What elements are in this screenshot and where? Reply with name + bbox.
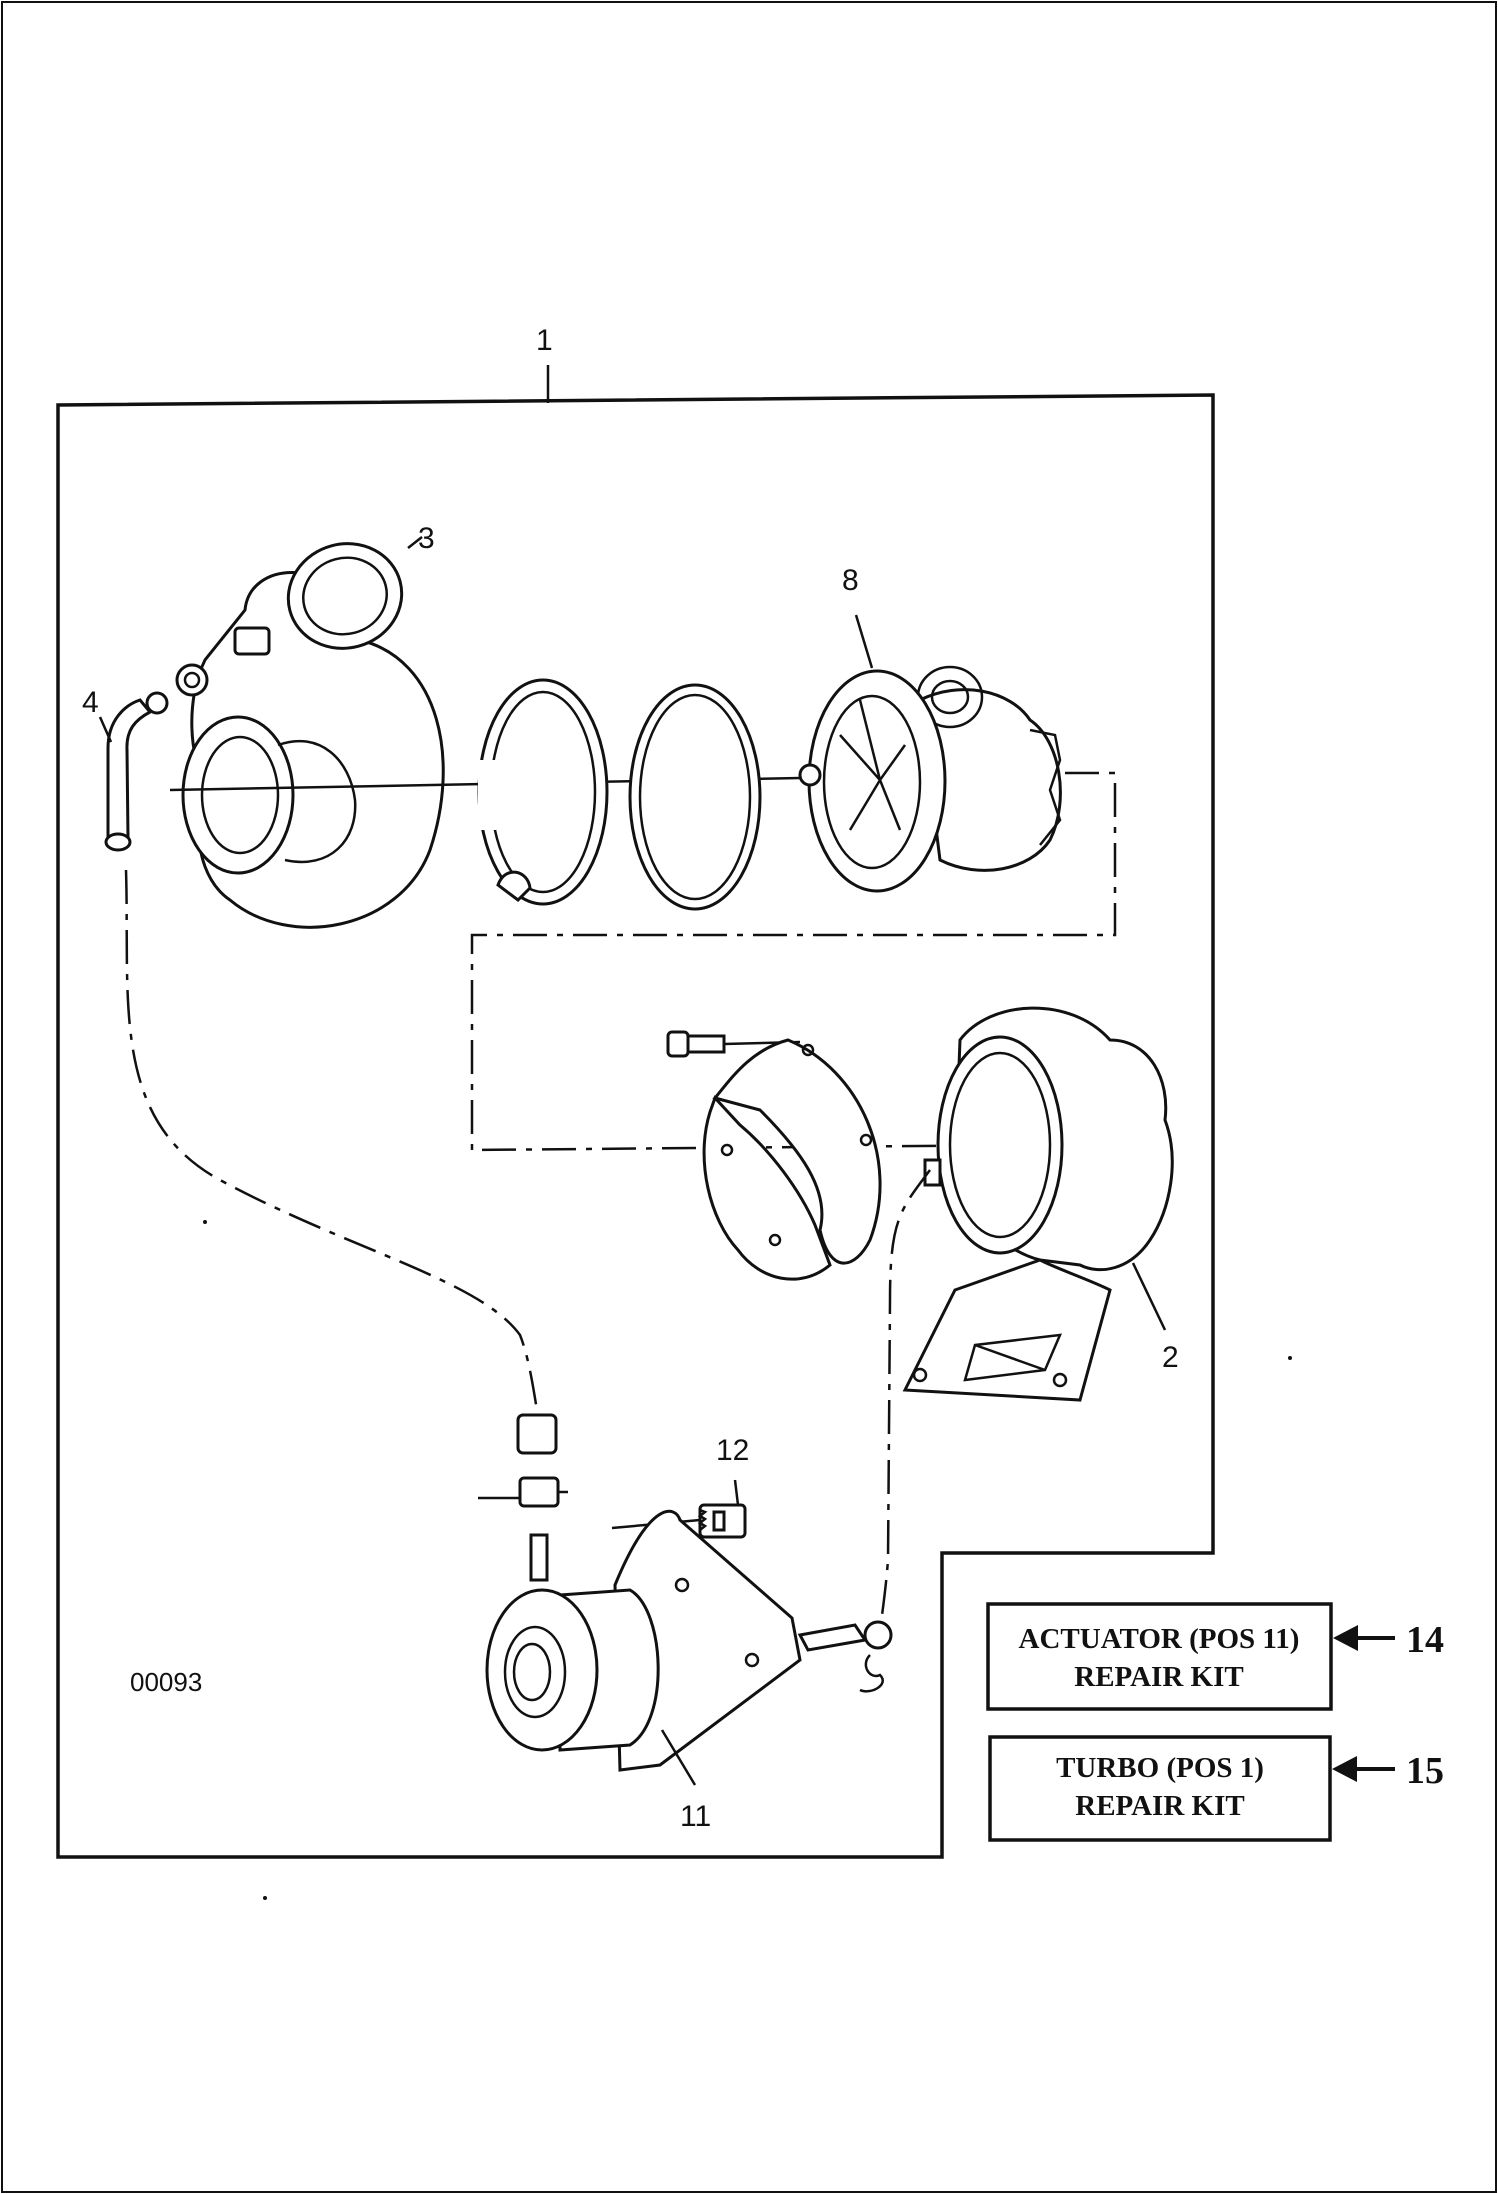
kit-box: [988, 1735, 1332, 1842]
callout-8: 8: [842, 564, 859, 597]
kit-turbo: TURBO (POS 1) REPAIR KIT 15: [988, 1735, 1444, 1842]
callout-line-3: [407, 536, 423, 549]
callout-line-11: [660, 1729, 697, 1786]
o-ring: [628, 683, 762, 911]
clamp-plate: [702, 1038, 882, 1281]
kit-subtitle: REPAIR KIT: [1074, 1661, 1243, 1693]
cartridge: [798, 665, 1062, 893]
kit-box: [986, 1602, 1333, 1711]
hose: [104, 698, 153, 852]
turbine-housing: [902, 1006, 1174, 1402]
callout-line-8: [854, 614, 874, 669]
callout-line-4: [98, 716, 113, 743]
link-cartridge-turbine: [470, 771, 1117, 1152]
kit-title: ACTUATOR (POS 11): [1019, 1623, 1300, 1655]
hose-clip: [478, 1413, 568, 1582]
callout-line-12: [733, 1479, 740, 1506]
compressor-housing: [145, 542, 445, 929]
kit-arrow: [1333, 1625, 1358, 1651]
circlip: [477, 678, 609, 906]
kit-number: 15: [1406, 1750, 1444, 1792]
kit-title: TURBO (POS 1): [1056, 1752, 1264, 1784]
callout-4: 4: [82, 686, 99, 719]
scan-speck: [263, 1896, 267, 1900]
callout-12: 12: [716, 1434, 749, 1467]
scan-speck: [1288, 1356, 1292, 1360]
kit-subtitle: REPAIR KIT: [1075, 1790, 1244, 1822]
actuator: [485, 1509, 893, 1772]
drawing-code: 00093: [130, 1667, 202, 1697]
callout-line-2: [1131, 1262, 1167, 1331]
kit-arrow: [1332, 1756, 1357, 1782]
link-turbine-actuator: [878, 1169, 931, 1636]
callout-1: 1: [536, 324, 553, 357]
kit-number: 14: [1406, 1619, 1444, 1661]
scan-speck: [203, 1220, 207, 1224]
callout-2: 2: [1162, 1341, 1179, 1374]
callout-3: 3: [418, 522, 435, 555]
callout-11: 11: [680, 1800, 711, 1833]
kit-actuator: ACTUATOR (POS 11) REPAIR KIT 14: [986, 1602, 1444, 1711]
assembly-outline: [56, 393, 1215, 1859]
link-hose-actuator: [124, 869, 539, 1411]
